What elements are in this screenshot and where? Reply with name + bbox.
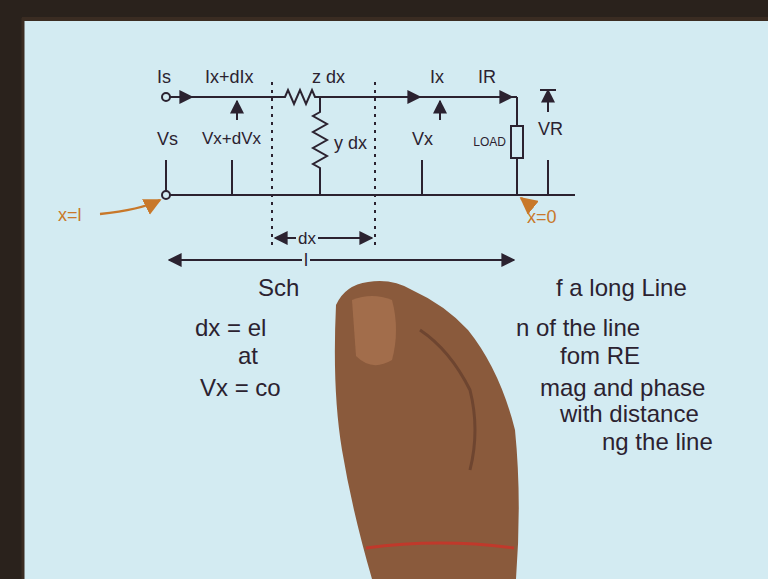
note-fragment: fom RE <box>560 344 640 368</box>
heading-fragment: f a long Line <box>556 276 687 300</box>
circuit-wires <box>162 90 575 199</box>
voltage-label: VR <box>538 120 563 138</box>
series-impedance <box>170 90 517 104</box>
voltage-arrow <box>547 90 549 112</box>
hand-photo <box>335 281 519 579</box>
dimension-lines <box>169 238 514 260</box>
impedance-label: z dx <box>312 68 345 86</box>
current-arrow <box>236 101 238 120</box>
note-fragment: with distance <box>560 402 699 426</box>
current-arrow <box>439 101 441 120</box>
dimension-label: dx <box>296 230 318 247</box>
dimension-label: l <box>302 251 310 269</box>
shunt-admittance <box>313 97 327 195</box>
note-fragment: dx = el <box>195 316 266 340</box>
load-label: LOAD <box>473 136 506 148</box>
note-fragment: mag and phase <box>540 376 705 400</box>
load-wire <box>516 159 518 195</box>
position-markers <box>100 198 532 214</box>
current-label: Is <box>157 68 171 86</box>
load-box <box>510 125 524 159</box>
voltage-label: Vs <box>157 130 178 148</box>
voltage-tick <box>540 89 556 91</box>
note-fragment: Vx = co <box>200 376 281 400</box>
current-arrow <box>498 96 512 98</box>
note-fragment: ng the line <box>602 430 713 454</box>
frame-edge <box>22 17 768 21</box>
section-boundary <box>272 82 375 245</box>
current-arrow <box>172 96 192 98</box>
return-wire <box>170 194 575 196</box>
note-fragment: n of the line <box>516 316 640 340</box>
admittance-label: y dx <box>334 134 367 152</box>
load-wire <box>516 97 518 125</box>
current-label: IR <box>478 68 496 86</box>
voltage-label: Vx <box>412 130 433 148</box>
note-fragment: at <box>238 344 258 368</box>
position-label: x=l <box>58 206 82 224</box>
voltage-tick <box>165 160 167 191</box>
voltage-tick <box>421 160 423 195</box>
terminal <box>162 93 170 101</box>
voltage-tick <box>231 160 233 195</box>
terminal <box>162 191 170 199</box>
heading-fragment: Sch <box>258 276 299 300</box>
position-label: x=0 <box>527 208 557 226</box>
voltage-label: Vx+dVx <box>202 130 261 147</box>
slide-ground <box>22 18 768 579</box>
current-arrow <box>395 96 420 98</box>
current-label: Ix+dIx <box>205 68 254 86</box>
frame-edge <box>22 18 25 579</box>
current-label: Ix <box>430 68 444 86</box>
load-node: LOAD <box>473 125 524 159</box>
voltage-tick <box>547 160 549 195</box>
